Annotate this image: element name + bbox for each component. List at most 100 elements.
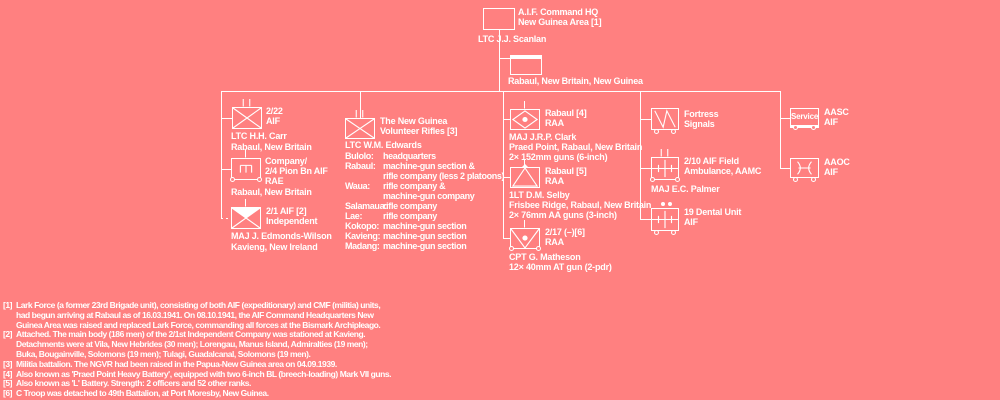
label-line: Rabaul [5] [545,166,587,176]
ngvr-detachment-row: Kavieng:machine-gun section [345,231,504,241]
echelon-battalion: | | [660,148,670,157]
echelon-battery: | [523,100,527,109]
label-line: Fortress [684,109,719,119]
connector-stub-aa [503,177,510,178]
footnote-4: [4]Also known as 'Praed Point Heavy Batt… [3,368,391,380]
detachment-place: Lae: [345,211,363,221]
unit-label-service: AASC AIF [824,107,849,127]
unit-box-pioneer: | [230,150,262,182]
footnote-marker: [6] [3,388,13,399]
label-line: RAA [545,176,564,186]
footnote-3: [3]Militia battalion. The NGVR had been … [3,358,391,370]
connector-fortress-column [640,91,641,220]
connector-stub-at [503,238,510,239]
detachment-unit: rifle company [383,201,437,211]
detachment-place: Bulolo: [345,151,374,161]
location: Rabaul, New Britain [231,142,312,152]
footnote-6: [6]C Troop was detached to 49th Battalio… [3,388,391,399]
unit-info-2-1: MAJ J. Edmonds-Wilson Kavieng, New Irela… [231,231,332,253]
label-line: 2/1 AIF [2] [266,206,307,216]
commander: MAJ J.R.P. Clark [509,132,577,142]
footnotes: [1]Lark Force (a former 23rd Brigade uni… [3,300,391,399]
wheel-icon [230,177,235,182]
hq-title: A.I.F. Command HQ New Guinea Area [1] [518,7,602,27]
connector-stub-dental [640,219,651,220]
infantry-icon [232,107,262,129]
echelon-battery: | [523,219,527,228]
footnote-marker: [3] [3,358,13,369]
echelon-company: | [244,149,248,158]
detachment-unit: machine-gun section [383,231,467,241]
label-line: 19 Dental Unit [684,207,742,217]
label-line: 2/4 Pion Bn AIF [265,166,328,176]
connector-bus [221,91,781,92]
unit-label-ambulance: 2/10 AIF Field Ambulance, AAMC [684,156,761,176]
footnote-line: Guinea Area was raised and replaced Lark… [16,319,381,330]
connector-artillery-column [503,91,504,239]
aa-apex-icon [521,164,529,168]
unit-label-ordnance: AAOC AIF [824,157,850,177]
unit-info-at: CPT G. Matheson 12× 40mm AT gun (2-pdr) [509,252,612,272]
label-line: Ambulance, AAMC [684,166,762,176]
wheel-icon [650,177,655,182]
ngvr-detachment-row: Lae:rifle company [345,211,504,221]
unit-box-dental [651,202,679,235]
connector-left-column [221,91,222,219]
unit-info-2-22: LTC H.H. Carr Rabaul, New Britain [231,131,312,153]
unit-box-service: Service [790,108,819,130]
unit-box-aa-battery: | [510,159,540,188]
label-line: AIF [266,116,280,126]
wheel-icon [671,230,676,235]
label-line: AIF [824,167,838,177]
label-line: Volunteer Rifles [3] [380,126,458,136]
label-line: AIF [684,217,698,227]
coastal-artillery-icon [511,110,539,129]
detachment-place: Rabaul: [345,161,376,171]
hq-title-line: A.I.F. Command HQ [518,7,599,17]
unit-info-aa: 1LT D.M. Selby Frisbee Ridge, Rabaul, Ne… [509,190,651,220]
connector-service-column [780,91,781,168]
unit-box-coastal-battery: | [510,101,540,130]
detachment-unit: machine-gun company [383,191,475,201]
footnote-line: had begun arriving at Rabaul as of 16.03… [16,309,374,320]
footnote-marker: [4] [3,368,13,379]
equipment: 12× 40mm AT gun (2-pdr) [509,262,612,272]
unit-label-aa: Rabaul [5] RAA [545,166,587,186]
ngvr-detachment-row: Kokopo:machine-gun section [345,221,504,231]
commander: 1LT D.M. Selby [509,190,570,200]
ambulance-commander: MAJ E.C. Palmer [651,184,720,194]
medical-icon [652,210,678,229]
footnote-marker: [2] [3,329,13,340]
detachment-place: Salamaua: [345,201,387,211]
ngvr-detachment-row: Madang:machine-gun section [345,241,504,251]
wheel-icon [654,230,659,235]
unit-box-ambulance: | | [650,149,680,182]
unit-box-2-22: | | [232,99,262,129]
wheel-icon [654,129,659,134]
label-line: The New Guinea [380,116,448,126]
unit-label-2-1: 2/1 AIF [2] Independent [266,206,318,226]
connector-stub-service [780,118,790,119]
unit-label-2-22: 2/22 AIF [266,106,283,126]
footnote-line: Also known as 'L' Battery. Strength: 2 o… [16,378,251,389]
detachment-unit: machine-gun section [383,221,467,231]
unit-label-signals: Fortress Signals [684,109,719,129]
ngvr-commander: LTC W.M. Edwards [345,140,422,150]
footnote-2: [2]Attached. The main body (186 men) of … [3,330,391,359]
label-line: 2/17 (–)[6] [545,227,585,237]
label-line: RAA [545,118,564,128]
label-line: Rabaul [4] [545,108,587,118]
unit-label-coastal: Rabaul [4] RAA [545,108,587,128]
detachment-unit: machine-gun section & [383,161,475,171]
wheel-icon [793,177,798,182]
wheel-icon [536,246,541,251]
label-line: AAOC [824,157,850,167]
connector-stub-2-1-attached [221,218,231,219]
footnote-line: Buka, Bougainville, Solomons (19 men); T… [16,348,311,359]
unit-box-hq [483,8,515,30]
footnote-line: C Troop was detached to 49th Battalion, … [16,388,269,399]
label-line: AIF [824,117,838,127]
label-line: RAA [545,237,564,247]
